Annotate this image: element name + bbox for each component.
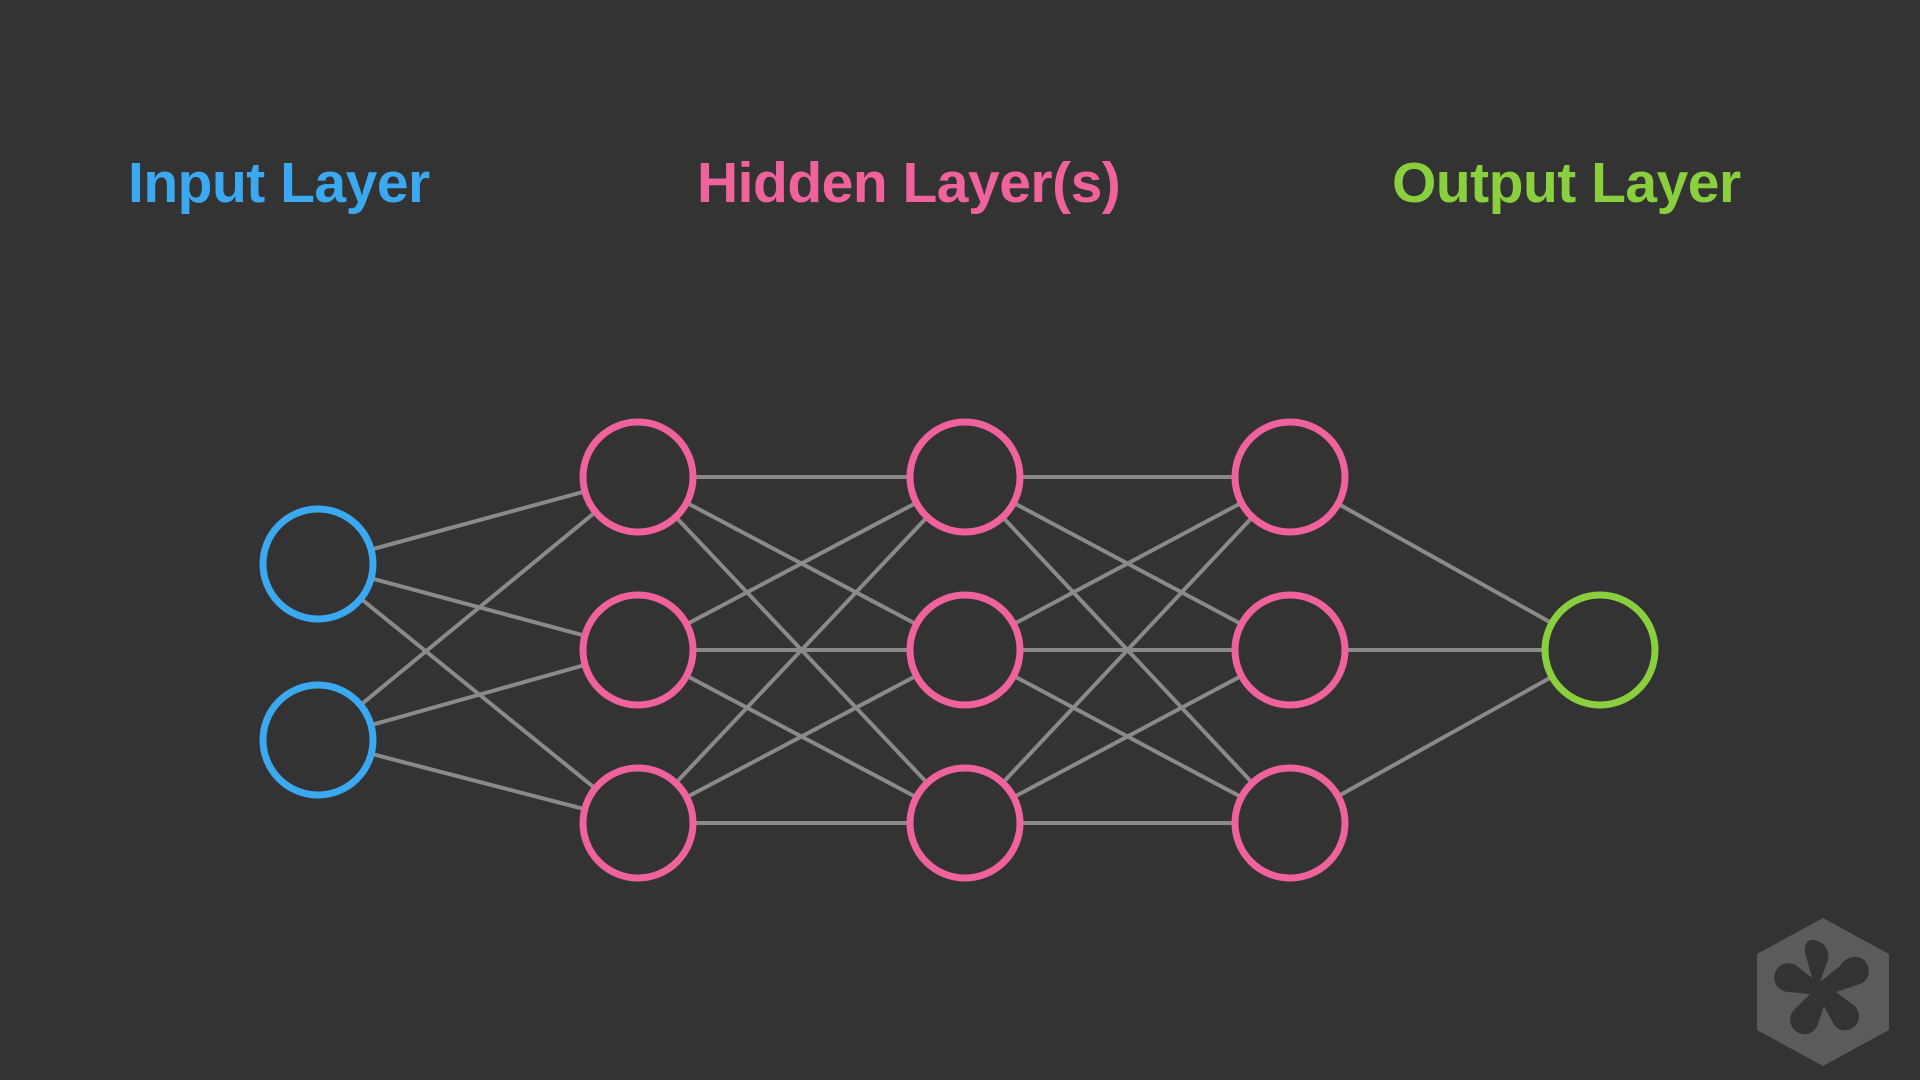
- edge-i1-to-h1_1: [369, 489, 587, 552]
- legend: Input Layer Hidden Layer(s) Output Layer: [0, 138, 1920, 228]
- edge-h1_2-to-h2_1: [684, 500, 919, 627]
- treehouse-logo-watermark: [1757, 918, 1889, 1066]
- edge-i2-to-h1_1: [358, 509, 598, 708]
- neuron-i2: [259, 681, 377, 799]
- neuron-h1_3: [579, 764, 697, 882]
- neuron-h2_2: [906, 591, 1024, 709]
- layer-label-input: Input Layer: [128, 151, 430, 215]
- neuron-h3_2: [1231, 591, 1349, 709]
- edges-group: [358, 475, 1554, 825]
- neuron-o1: [1541, 591, 1659, 709]
- neuron-h2_3: [906, 764, 1024, 882]
- layer-label-hidden: Hidden Layer(s): [697, 151, 1121, 215]
- layer-label-output: Output Layer: [1392, 151, 1741, 215]
- neuron-i1: [259, 505, 377, 623]
- edge-i2-to-h1_3: [369, 751, 587, 812]
- logo-glyph: [1774, 939, 1869, 1035]
- edge-h2_2-to-h3_1: [1011, 500, 1244, 627]
- neuron-h2_1: [906, 418, 1024, 536]
- neuron-h1_1: [579, 418, 697, 536]
- edge-i2-to-h1_2: [368, 662, 588, 728]
- neuron-h3_1: [1231, 418, 1349, 536]
- neuron-h1_2: [579, 591, 697, 709]
- edge-h1_3-to-h2_2: [684, 673, 919, 800]
- nodes-group: [259, 418, 1659, 882]
- edge-h1_3-to-h2_1: [673, 514, 930, 786]
- edge-h3_3-to-o1: [1336, 674, 1554, 799]
- edge-h3_1-to-o1: [1336, 501, 1554, 626]
- edge-h2_3-to-h3_2: [1011, 673, 1244, 800]
- edge-h2_3-to-h3_1: [1000, 515, 1255, 785]
- neuron-h3_3: [1231, 764, 1349, 882]
